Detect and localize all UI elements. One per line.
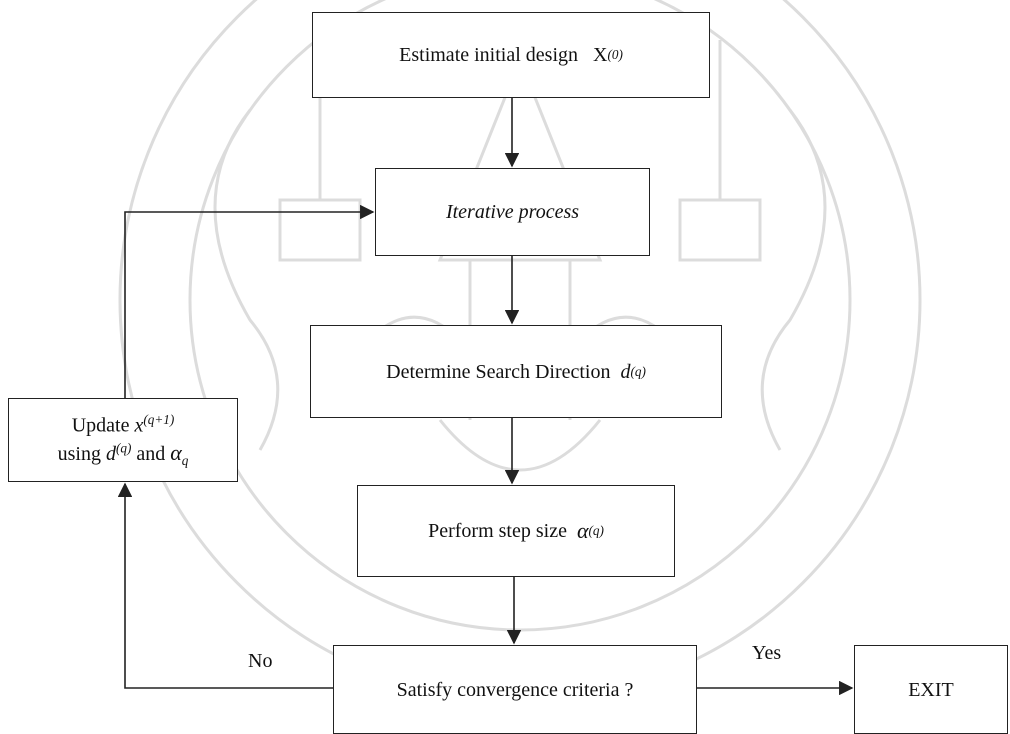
direction-var: d — [620, 360, 631, 383]
update-sup: (q+1) — [143, 412, 175, 428]
iterative-process-box: Iterative process — [375, 168, 650, 256]
update-line-2: using d(q) and αq — [58, 439, 189, 469]
update-alpha: α — [170, 439, 182, 465]
convergence-criteria-box: Satisfy convergence criteria ? — [333, 645, 697, 734]
yes-edge-label: Yes — [752, 642, 782, 664]
step-greek: α — [576, 517, 589, 543]
convergence-label: Satisfy convergence criteria ? — [396, 678, 634, 701]
edge-no-to-update — [117, 482, 333, 689]
update-line-1: Update x(q+1) — [72, 411, 175, 439]
perform-step-size-box: Perform step size α(q) — [357, 485, 675, 577]
direction-label: Determine Search Direction — [386, 360, 611, 383]
direction-sub: (q) — [630, 363, 646, 379]
exit-label: EXIT — [908, 678, 954, 701]
iterative-label: Iterative process — [445, 201, 580, 223]
update-alpha-sub: q — [181, 452, 189, 468]
update-d-sup: (q) — [115, 440, 132, 456]
update-using: using — [57, 442, 101, 465]
update-d-var: d — [105, 442, 116, 465]
step-label: Perform step size — [428, 520, 567, 542]
update-and: and — [136, 442, 166, 465]
update-var: x — [134, 414, 144, 437]
determine-search-direction-box: Determine Search Direction d(q) — [310, 325, 722, 418]
step-sub: (q) — [588, 523, 604, 539]
estimate-initial-design-box: Estimate initial design X(0) — [312, 12, 710, 98]
exit-box: EXIT — [854, 645, 1008, 734]
initial-label: Estimate initial design — [399, 44, 578, 66]
update-box: Update x(q+1) using d(q) and αq — [8, 398, 238, 482]
initial-var: X — [593, 44, 608, 66]
initial-sup: (0) — [607, 47, 623, 63]
edge-update-to-iterative — [124, 204, 375, 398]
no-edge-label: No — [248, 650, 273, 672]
update-text: Update — [71, 414, 130, 437]
